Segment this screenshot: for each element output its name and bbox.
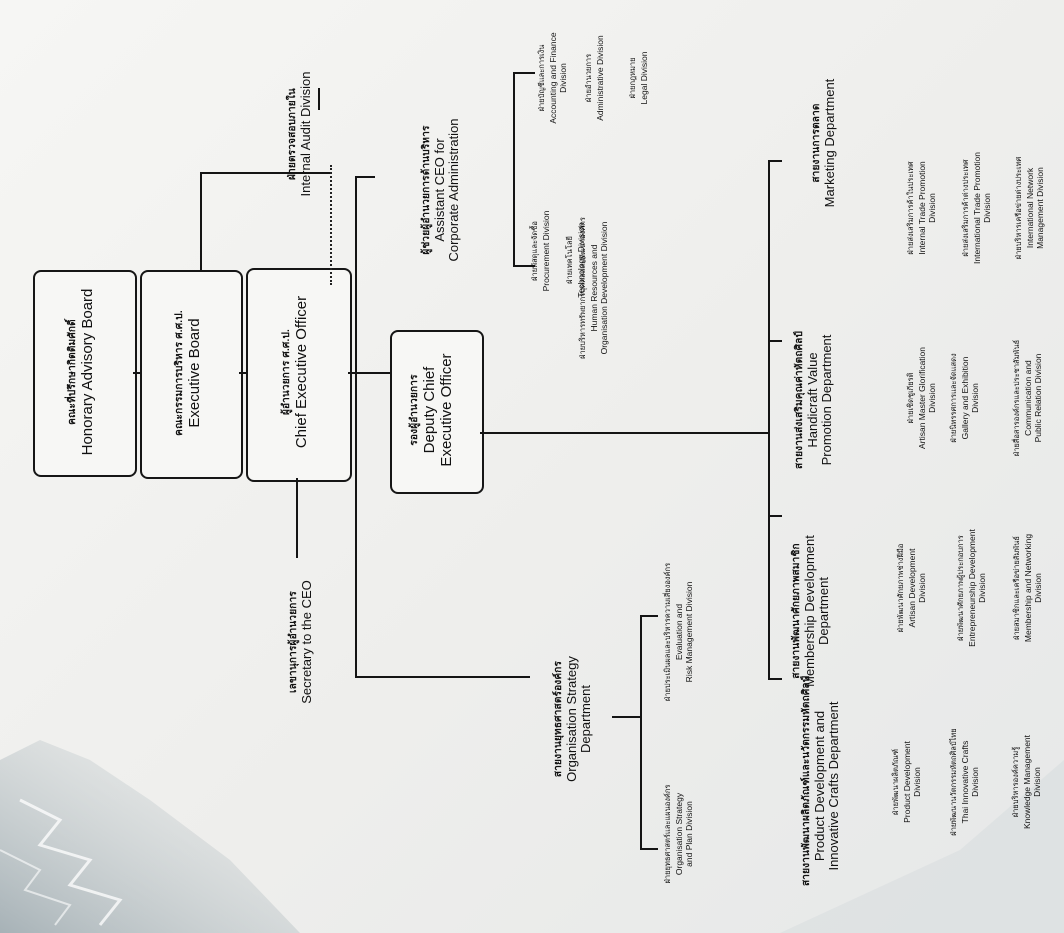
- division-artisan-master: ฝ่ายเชิดชูเกียรติ Artisan Master Glorifi…: [906, 346, 937, 450]
- ceo-box: [246, 268, 352, 482]
- connector-ceo-deputy: [348, 372, 390, 374]
- division-human-resources: ฝ่ายบริหารทรัพยากรบุคคลและพัฒนาองค์กร Hu…: [578, 217, 609, 359]
- division-thai-innovative-crafts: ฝ่ายพัฒนานวัตกรรมหัตถศิลป์ไทย Thai Innov…: [949, 728, 980, 836]
- connector-tick-marketing: [768, 160, 782, 162]
- internal-audit-label: ฝ่ายตรวจสอบภายใน Internal Audit Division: [287, 71, 313, 197]
- honorary-advisory-board-label: คณะที่ปรึกษากิตติมศักดิ์ Honorary Adviso…: [67, 288, 96, 456]
- connector-tick-product: [768, 678, 782, 680]
- division-international-network: ฝ่ายบริหารเครือข่ายต่างประเทศ Internatio…: [1014, 156, 1045, 260]
- connector-tick-handicraft: [768, 340, 782, 342]
- connector-admin-bracket-bot: [513, 265, 535, 267]
- executive-board-box: [140, 270, 243, 479]
- division-internal-trade: ฝ่ายส่งเสริมการค้าในประเทศ Internal Trad…: [906, 161, 937, 255]
- division-entrepreneurship: ฝ่ายพัฒนาศักยภาพผู้ประกอบการ Entrepreneu…: [956, 529, 987, 647]
- connector-org-bracket-v: [640, 615, 642, 850]
- division-org-strategy-plan: ฝ่ายยุทธศาสตร์และแผนองค์กร Organisation …: [663, 784, 694, 884]
- executive-board-label: คณะกรรมการบริหาร ศ.ศ.ป. Executive Board: [174, 310, 203, 436]
- division-international-trade: ฝ่ายส่งเสริมการค้าต่างประเทศ Internation…: [961, 152, 992, 264]
- connector-spine-admin: [355, 176, 375, 178]
- connector-admin-bracket-top: [513, 72, 535, 74]
- connector-audit-dotted: [330, 165, 332, 285]
- connector-tick-membership: [768, 515, 782, 517]
- connector-spine-org: [355, 676, 530, 678]
- division-evaluation-risk: ฝ่ายประเมินผลและบริหารความเสี่ยงองค์กร E…: [663, 562, 694, 702]
- connector-org-to-bracket: [612, 716, 640, 718]
- deputy-ceo-box: [390, 330, 484, 494]
- ceo-label: ผู้อำนวยการ ศ.ศ.ป. Chief Executive Offic…: [281, 295, 310, 449]
- division-knowledge-management: ฝ่ายบริหารองค์ความรู้ Knowledge Manageme…: [1011, 734, 1042, 830]
- assistant-ceo-label: ผู้ช่วยผู้อำนวยการด้านบริหาร Assistant C…: [421, 118, 462, 262]
- connector-depts-spine: [768, 160, 770, 680]
- division-membership-networking: ฝ่ายสมาชิกและเครือข่ายสัมพันธ์ Membershi…: [1012, 533, 1043, 643]
- division-communication-pr: ฝ่ายสื่อสารองค์กรและประชาสัมพันธ์ Commun…: [1012, 339, 1043, 457]
- connector-deputy-depts: [480, 432, 770, 434]
- division-gallery-exhibition: ฝ่ายนิทรรศการและจัดแสดง Gallery and Exhi…: [949, 353, 980, 443]
- connector-org-bracket-top: [640, 615, 658, 617]
- division-accounting-finance: ฝ่ายบัญชีและการเงิน Accounting and Finan…: [537, 32, 568, 124]
- internal-audit-tick: [318, 88, 320, 110]
- connector-audit-bar: [200, 172, 330, 174]
- connector-audit-stem: [200, 172, 202, 270]
- membership-dept-label: สายงานพัฒนาศักยภาพสมาชิก Membership Deve…: [791, 535, 832, 687]
- division-legal: ฝ่ายกฎหมาย Legal Division: [628, 51, 649, 105]
- product-dev-dept-label: สายงานพัฒนาผลิตภัณฑ์และนวัตกรรมหัตถศิลป์…: [801, 675, 842, 886]
- connector-honorary-exec: [133, 372, 140, 374]
- connector-admin-bracket-v: [513, 72, 515, 267]
- connector-org-bracket-bot: [640, 848, 658, 850]
- division-product-development: ฝ่ายพัฒนาผลิตภัณฑ์ Product Development D…: [891, 741, 922, 823]
- deputy-ceo-label: รองผู้อำนวยการ Deputy Chief Executive Of…: [409, 353, 455, 467]
- handicraft-dept-label: สายงานส่งเสริมคุณค่าหัตถศิลป์ Handicraft…: [794, 330, 835, 470]
- connector-main-spine: [355, 176, 357, 676]
- org-strategy-label: สายงานยุทธศาสตร์องค์กร Organisation Stra…: [553, 656, 594, 782]
- secretary-label: เลขานุการผู้อำนวยการ Secretary to the CE…: [288, 580, 314, 704]
- division-artisan-development: ฝ่ายพัฒนาศักยภาพช่างฝีมือ Artisan Develo…: [896, 543, 927, 633]
- division-procurement: ฝ่ายพัสดุและจัดซื้อ Procurement Division: [530, 210, 551, 292]
- division-administrative: ฝ่ายอำนวยการ Administrative Division: [584, 35, 605, 121]
- connector-exec-ceo: [239, 372, 246, 374]
- connector-secretary: [296, 478, 298, 558]
- marketing-dept-label: สายงานการตลาด Marketing Department: [811, 78, 837, 208]
